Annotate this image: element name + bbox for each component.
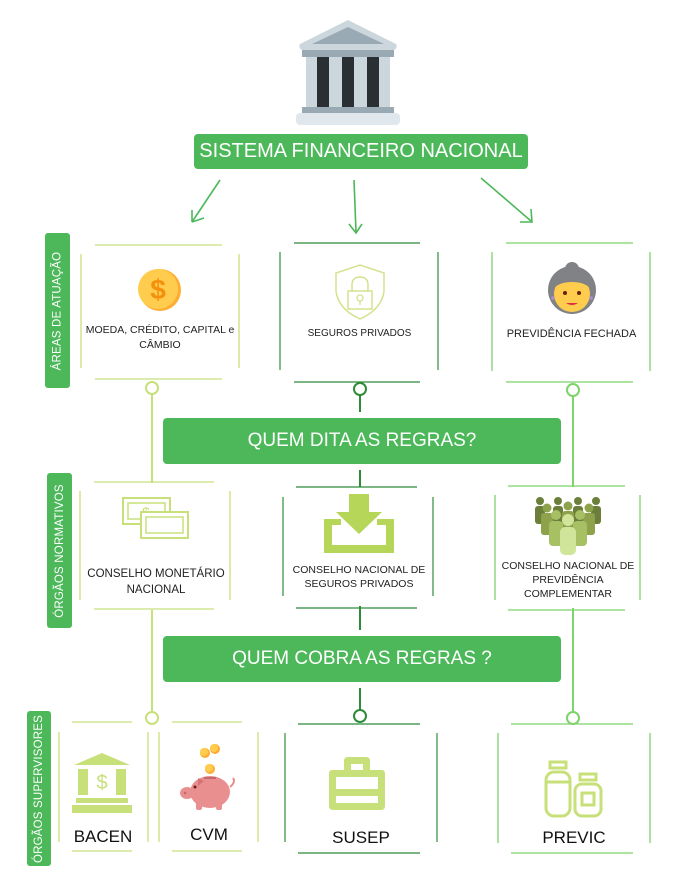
supervisor-label: SUSEP: [332, 828, 390, 847]
download-tray-icon: [324, 494, 394, 553]
jars-icon: [544, 760, 603, 818]
frame-areas-middle: [279, 242, 439, 383]
supervisor-label: BACEN: [73, 827, 133, 846]
elderly-woman-icon: [548, 262, 596, 314]
connector-middle-bottom: [353, 606, 367, 723]
connector-left-top: [145, 381, 159, 483]
briefcase-icon: [329, 757, 385, 810]
arrow-left: [191, 179, 221, 223]
connector-right-top: [566, 383, 580, 487]
banknotes-icon: $: [122, 497, 189, 539]
arrow-right: [480, 177, 533, 223]
supervisor-label: PREVIC: [542, 828, 606, 847]
normativo-label: CONSELHO NACIONAL DE SEGUROS PRIVADOS: [292, 564, 426, 590]
frame-susep: [284, 723, 438, 854]
side-label-normativos: ÓRGÃOS NORMATIVOS: [47, 473, 72, 628]
arrow-middle: [348, 179, 363, 235]
frame-areas-left: [80, 244, 240, 380]
area-label: SEGUROS PRIVADOS: [307, 328, 412, 339]
svg-text:$: $: [150, 274, 166, 305]
frame-cvm: [158, 721, 259, 852]
frame-normativos-middle: [282, 486, 434, 609]
title-banner: SISTEMA FINANCEIRO NACIONAL: [194, 134, 528, 169]
bank-icon: $: [72, 753, 132, 813]
bank-building-icon: [296, 20, 400, 125]
normativo-label: CONSELHO NACIONAL DE PREVIDÊNCIA COMPLEM…: [501, 560, 635, 600]
normativo-label: CONSELHO MONETÁRIO NACIONAL: [87, 568, 225, 596]
side-label-supervisores: ÓRGÃOS SUPERVISORES: [27, 711, 51, 866]
banner-quem-cobra: QUEM COBRA AS REGRAS ?: [163, 636, 561, 682]
banner-quem-dita: QUEM DITA AS REGRAS?: [163, 418, 561, 464]
frame-normativos-right: [494, 485, 641, 611]
frame-bacen: [58, 721, 149, 852]
area-label: MOEDA, CRÉDITO, CAPITAL e CÂMBIO: [85, 324, 235, 351]
connector-middle-top: [353, 382, 367, 487]
connector-left-bottom: [145, 610, 159, 725]
side-label-areas: ÁREAS DE ATUAÇÃO: [45, 233, 70, 388]
title-text: SISTEMA FINANCEIRO NACIONAL: [199, 140, 523, 162]
piggy-bank-icon: [180, 744, 235, 810]
frame-previc: [497, 723, 651, 854]
shield-lock-icon: [335, 264, 385, 320]
people-group-icon: [535, 497, 601, 555]
frame-normativos-left: [79, 481, 231, 610]
connector-right-bottom: [566, 608, 580, 725]
supervisor-label: CVM: [190, 825, 228, 844]
coin-icon: $: [138, 269, 181, 311]
area-label: PREVIDÊNCIA FECHADA: [506, 328, 637, 340]
frame-areas-right: [491, 242, 651, 383]
svg-text:$: $: [96, 772, 107, 794]
